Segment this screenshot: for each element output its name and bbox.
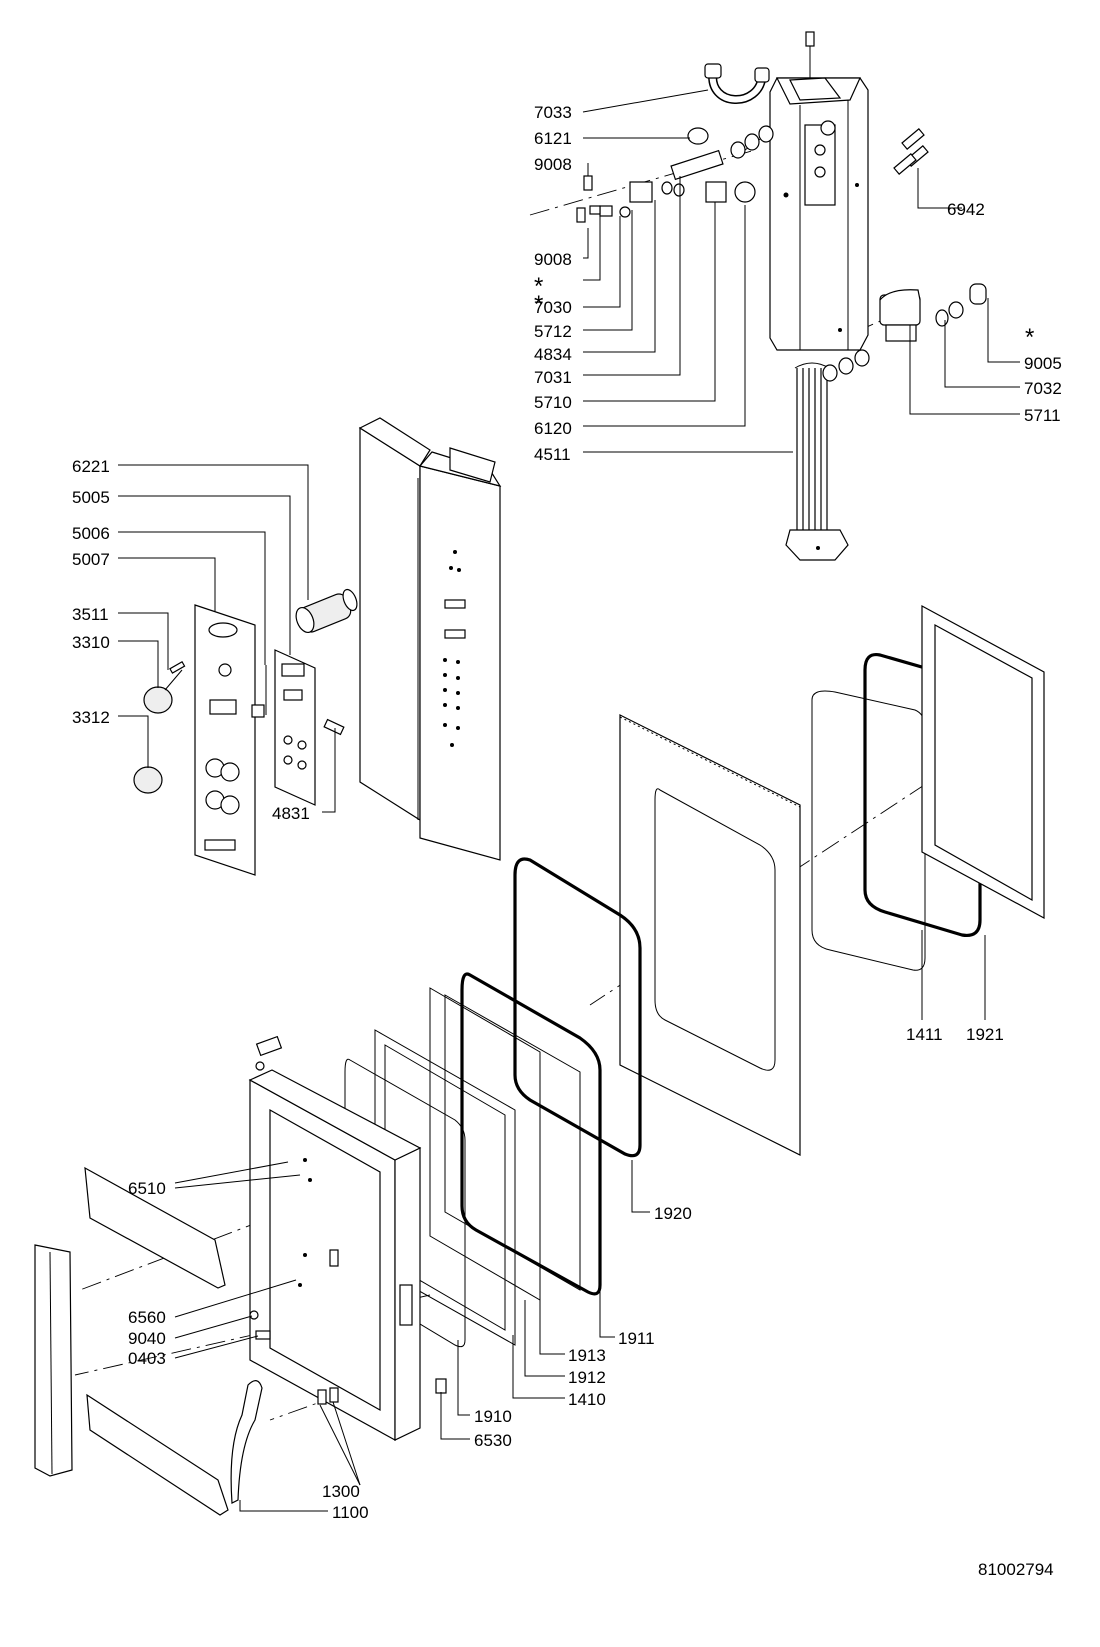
label-7031: 7031: [534, 368, 572, 387]
label-1411: 1411: [906, 1025, 943, 1044]
circuit-board: [251, 649, 345, 806]
label-6942: 6942: [947, 200, 985, 219]
label-7032: 7032: [1024, 379, 1062, 398]
label-1410: 1410: [568, 1390, 606, 1409]
fittings-top: [576, 125, 774, 223]
label-6121: 6121: [534, 129, 572, 148]
label-9040: 9040: [128, 1329, 166, 1348]
label-1100: 1100: [332, 1503, 369, 1522]
label-6120: 6120: [534, 419, 572, 438]
label-7030: 7030: [534, 298, 572, 317]
right-glass-and-frame: [811, 604, 1045, 971]
label-1921: 1921: [966, 1025, 1004, 1044]
label-5006: 5006: [72, 524, 110, 543]
outer-glass-pane: [619, 714, 801, 1156]
knobs: [133, 660, 186, 794]
label-1912: 1912: [568, 1368, 606, 1387]
leader-lines: [118, 89, 1020, 1512]
label-3511: 3511: [72, 605, 109, 624]
label-5005: 5005: [72, 488, 110, 507]
label-7033: 7033: [534, 103, 572, 122]
control-overlay-panel: [194, 604, 256, 876]
fan-motor: [295, 588, 358, 634]
label-5710: 5710: [534, 393, 572, 412]
part-labels: 7033 6121 9008 9008 * * 7030 5712 4834 7…: [72, 103, 1062, 1579]
door-frame: [248, 1035, 447, 1442]
label-6560: 6560: [128, 1308, 166, 1327]
label-4834: 4834: [534, 345, 572, 364]
asterisk-2: *: [534, 291, 543, 318]
label-0403: 0403: [128, 1349, 166, 1368]
label-1911: 1911: [618, 1329, 655, 1348]
label-5007: 5007: [72, 550, 110, 569]
label-5712: 5712: [534, 322, 572, 341]
label-1910: 1910: [474, 1407, 512, 1426]
valve-right: [822, 283, 987, 382]
drawing-number: 81002794: [978, 1560, 1054, 1579]
asterisk-1: *: [534, 273, 543, 300]
label-4511: 4511: [534, 445, 571, 464]
label-3310: 3310: [72, 633, 110, 652]
pressure-switches: [893, 128, 929, 175]
label-5711: 5711: [1024, 406, 1061, 425]
label-3312: 3312: [72, 708, 110, 727]
heating-element: [785, 362, 849, 561]
label-6221: 6221: [72, 457, 110, 476]
outer-gasket-1920: [513, 857, 642, 1158]
label-9008-upper: 9008: [534, 155, 572, 174]
door-strips-and-handle: [34, 1166, 263, 1516]
label-4831: 4831: [272, 804, 310, 823]
label-9008-lower: 9008: [534, 250, 572, 269]
boiler-tower: [769, 31, 869, 351]
label-1913: 1913: [568, 1346, 606, 1365]
asterisk-3: *: [1025, 324, 1034, 351]
label-9005: 9005: [1024, 354, 1062, 373]
hose: [704, 63, 770, 104]
control-column-panel: [358, 417, 502, 861]
label-6530: 6530: [474, 1431, 512, 1450]
label-6510: 6510: [128, 1179, 166, 1198]
label-1920: 1920: [654, 1204, 692, 1223]
label-1300: 1300: [322, 1482, 360, 1501]
